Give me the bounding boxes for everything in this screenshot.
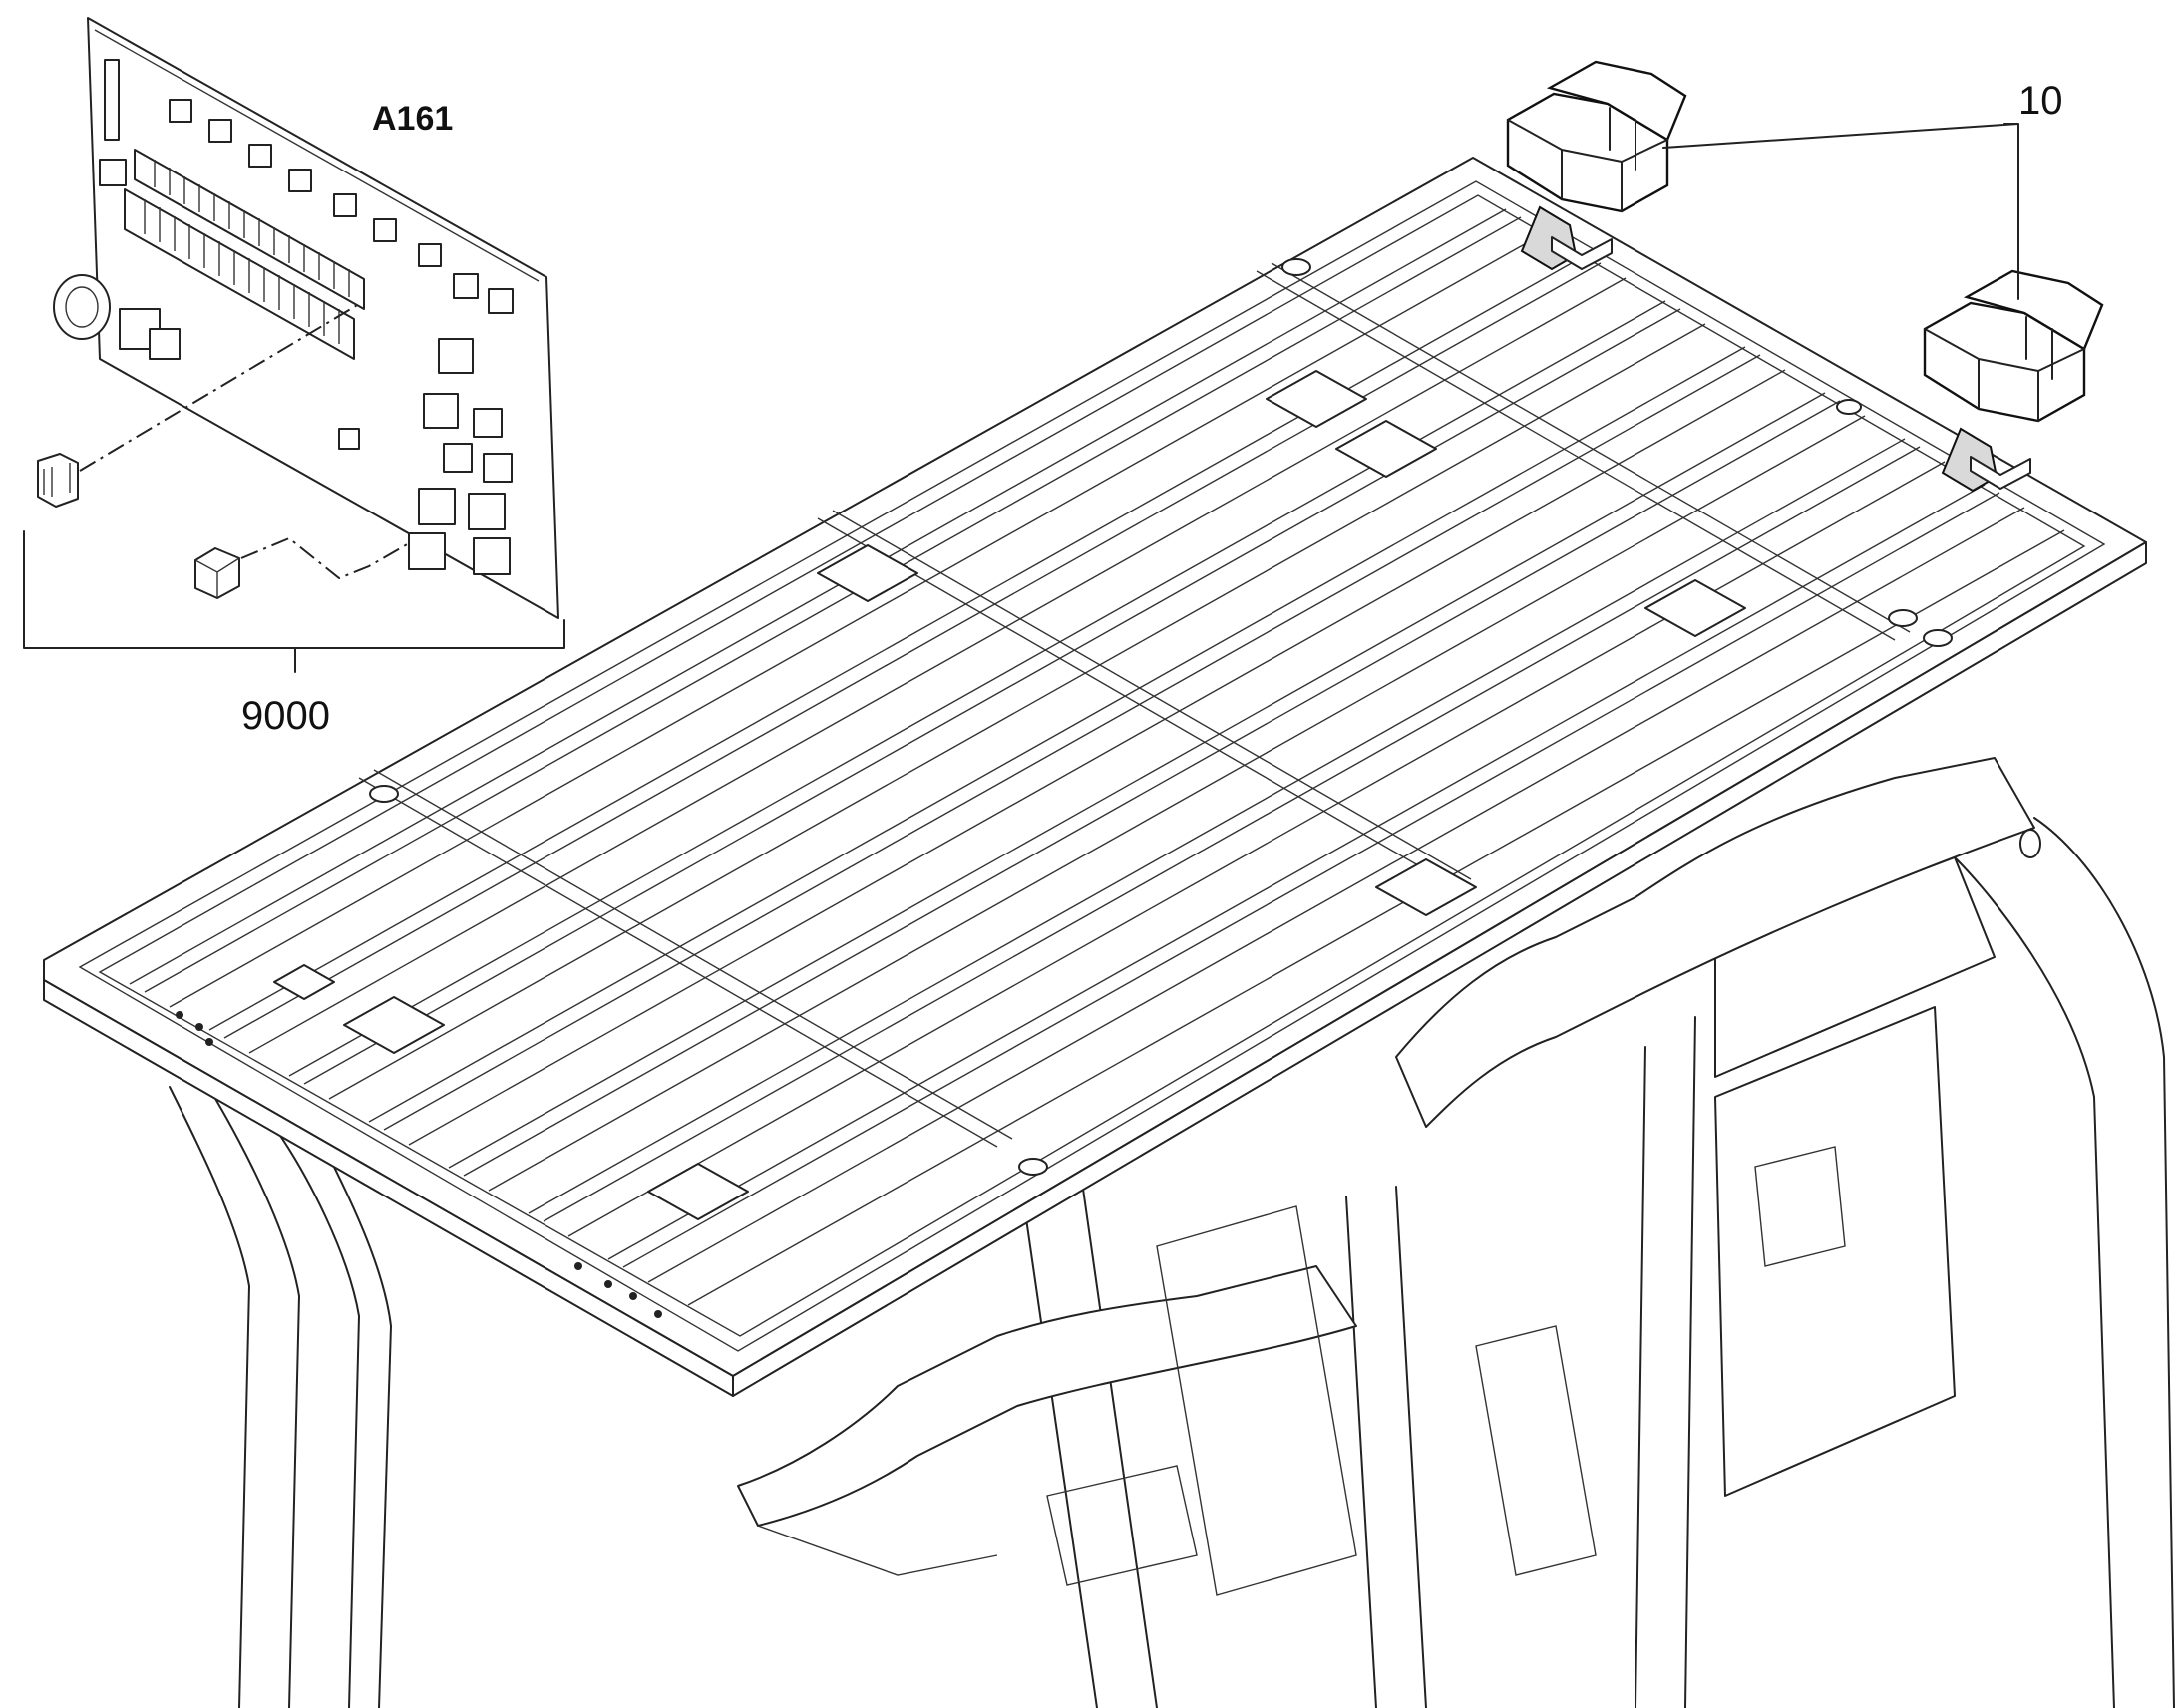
round-connector [53, 274, 181, 360]
roof-grommets [176, 258, 2041, 1318]
roof-plates [273, 370, 1746, 1220]
fuse-block [124, 149, 365, 360]
lamps-leader [1662, 123, 2019, 300]
roof-frame [43, 157, 2147, 1397]
kit-callout-number: 9000 [241, 694, 330, 738]
work-lamp-1 [1506, 60, 1687, 271]
fuse-relay-board [37, 17, 559, 619]
board-label: A161 [372, 100, 453, 138]
roof-slats [129, 208, 2065, 1306]
cab-structure [169, 757, 2175, 1708]
loose-relay [194, 536, 410, 599]
lamps-callout-number: 10 [2018, 79, 2063, 123]
roof-cross-members [358, 262, 1911, 1148]
loose-fuse [37, 303, 360, 508]
board-relays [99, 59, 514, 575]
work-lamp-2 [1923, 269, 2104, 493]
